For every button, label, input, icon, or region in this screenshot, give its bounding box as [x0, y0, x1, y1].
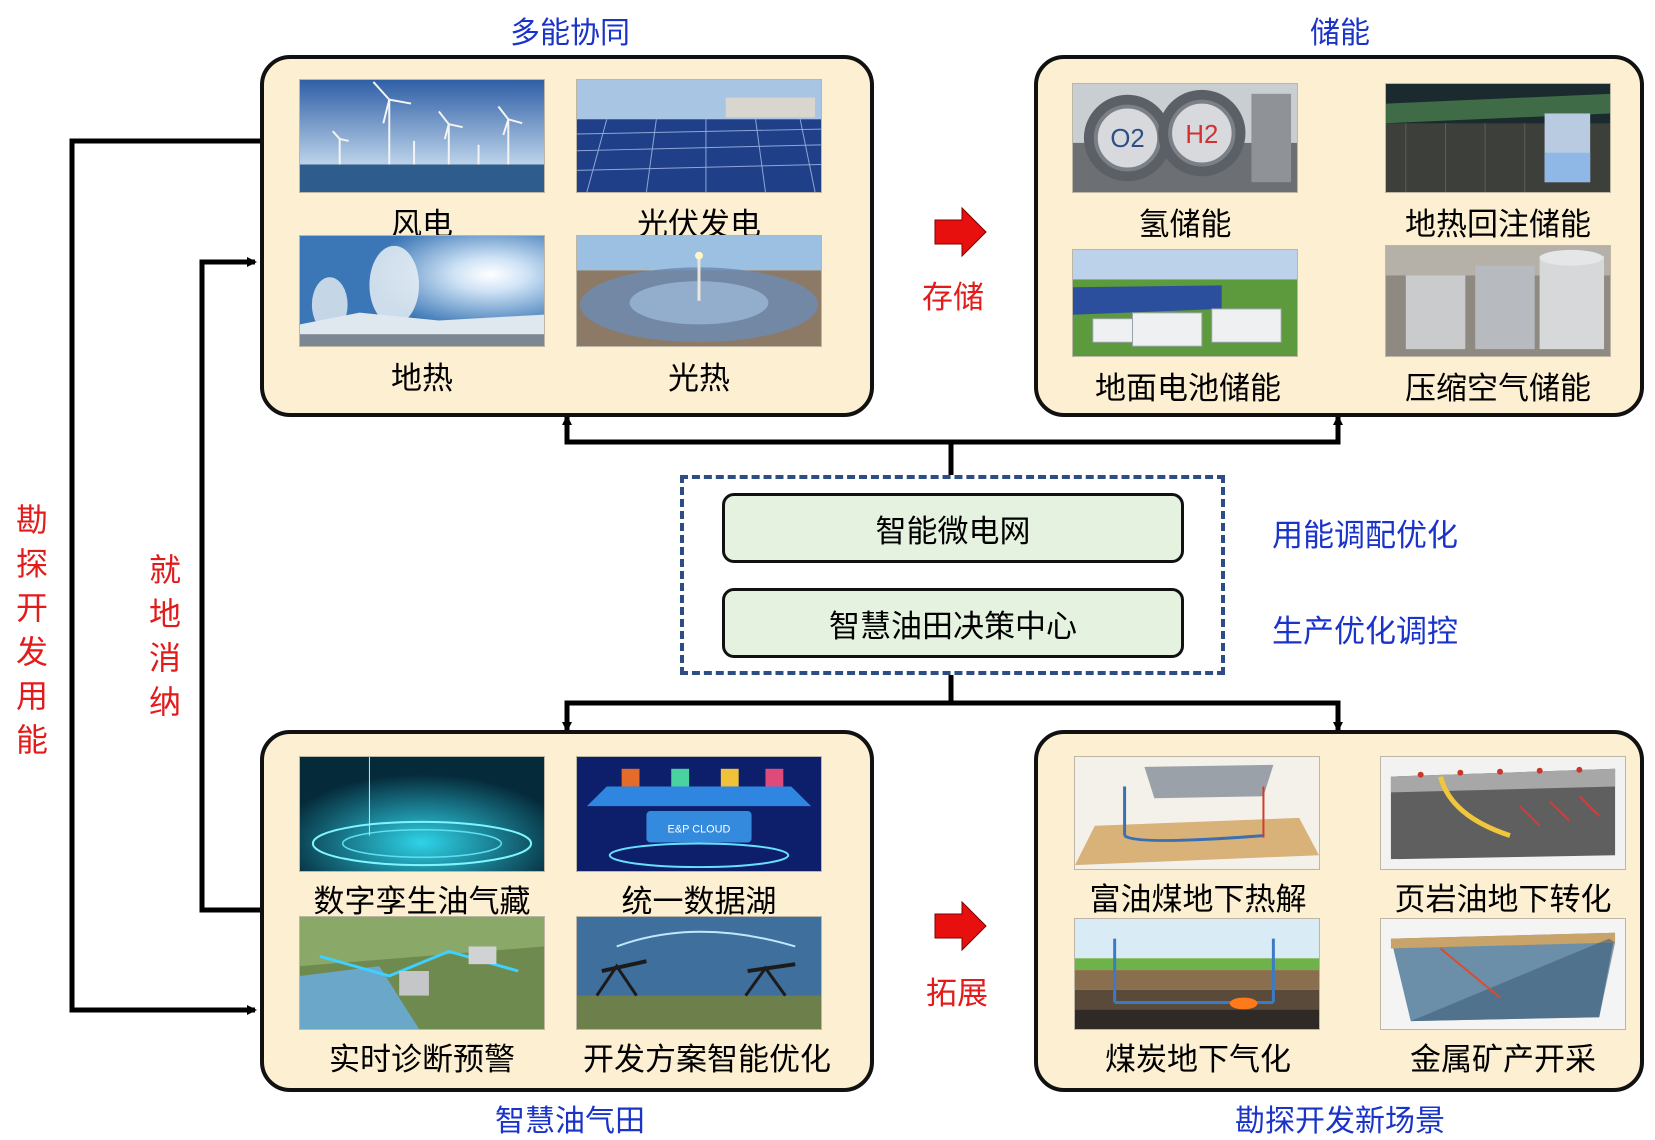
bottom-branch-left: [562, 700, 951, 732]
caption-hydrogen: 氢储能: [1138, 207, 1232, 243]
realtime-warning-image: [299, 916, 545, 1030]
side-char: 发: [15, 633, 48, 671]
side-char: 用: [15, 677, 48, 715]
compressed-air-image: [1385, 245, 1611, 357]
digital-twin-image: [299, 756, 545, 872]
expand-label: 拓展: [926, 976, 988, 1012]
geothermal-reinjection-image: [1385, 83, 1611, 193]
battery-storage-image: [1072, 249, 1298, 357]
title-smart-field: 智慧油气田: [495, 1104, 645, 1139]
side-char: 地: [148, 595, 181, 633]
outer-loop-line: [69, 138, 260, 1015]
geothermal-image: [299, 235, 545, 347]
caption-solar-thermal: 光热: [668, 361, 730, 397]
caption-coal-pyrolysis: 富油煤地下热解: [1089, 882, 1307, 918]
data-lake-image: E&P CLOUD: [576, 756, 822, 872]
side-char: 能: [15, 721, 48, 759]
caption-data-lake: 统一数据湖: [621, 884, 777, 920]
cloud-text: E&P CLOUD: [668, 824, 731, 836]
caption-battery: 地面电池储能: [1095, 371, 1281, 407]
metal-mining-image: [1380, 918, 1626, 1030]
coal-pyrolysis-image: [1074, 756, 1320, 870]
store-arrow: [934, 206, 987, 258]
panel-new-scenes: 富油煤地下热解 页岩油地下转化 煤炭地下气化 金属矿产开采: [1034, 730, 1644, 1092]
production-control-label: 生产优化调控: [1272, 614, 1458, 650]
hydrogen-storage-image: O2 H2: [1072, 83, 1298, 193]
caption-development-plan: 开发方案智能优化: [583, 1042, 831, 1078]
development-plan-image: [576, 916, 822, 1030]
top-branch-right: [951, 415, 1343, 445]
solar-thermal-image: [576, 235, 822, 347]
center-control-group: [680, 475, 1225, 675]
shale-oil-image: [1380, 756, 1626, 870]
title-storage: 储能: [1310, 16, 1370, 51]
side-char: 消: [148, 639, 181, 677]
panel-smart-field: E&P CLOUD 数字孪生油气藏 统一数据湖 实时诊断预警 开发方案智能优化: [260, 730, 874, 1092]
panel-multi-energy: 风电 光伏发电 地热 光热: [260, 55, 874, 417]
side-char: 探: [15, 545, 48, 583]
side-char: 就: [148, 551, 181, 589]
caption-realtime-warning: 实时诊断预警: [329, 1042, 515, 1078]
smart-microgrid-box: 智能微电网: [722, 493, 1184, 563]
o2-text: O2: [1110, 125, 1144, 153]
coal-gasification-image: [1074, 918, 1320, 1030]
caption-geothermal: 地热: [391, 361, 453, 397]
decision-center-box: 智慧油田决策中心: [722, 588, 1184, 658]
store-label: 存储: [922, 280, 984, 316]
solar-pv-image: [576, 79, 822, 193]
expand-arrow: [934, 900, 987, 952]
caption-geothermal-reinjection: 地热回注储能: [1405, 207, 1591, 243]
panel-storage: O2 H2 氢储能 地热回注储能: [1034, 55, 1644, 417]
caption-coal-gasification: 煤炭地下气化: [1105, 1042, 1291, 1078]
h2-text: H2: [1185, 121, 1218, 149]
caption-shale-oil: 页岩油地下转化: [1394, 882, 1612, 918]
wind-power-image: [299, 79, 545, 193]
inner-loop-line: [199, 257, 260, 913]
title-multi-energy: 多能协同: [510, 16, 630, 51]
caption-digital-twin: 数字孪生油气藏: [313, 884, 531, 920]
side-char: 纳: [148, 683, 181, 721]
bottom-branch-right: [951, 700, 1343, 732]
energy-dispatch-label: 用能调配优化: [1272, 518, 1458, 554]
side-char: 开: [15, 589, 48, 627]
side-char: 勘: [15, 501, 48, 539]
title-new-scenes: 勘探开发新场景: [1235, 1104, 1445, 1139]
caption-compressed-air: 压缩空气储能: [1405, 371, 1591, 407]
side-label-local-consumption: 就 地 消 纳: [145, 548, 185, 724]
top-branch-left: [562, 415, 951, 445]
side-label-exploration-energy: 勘 探 开 发 用 能: [12, 498, 52, 762]
caption-metal-mining: 金属矿产开采: [1410, 1042, 1596, 1078]
